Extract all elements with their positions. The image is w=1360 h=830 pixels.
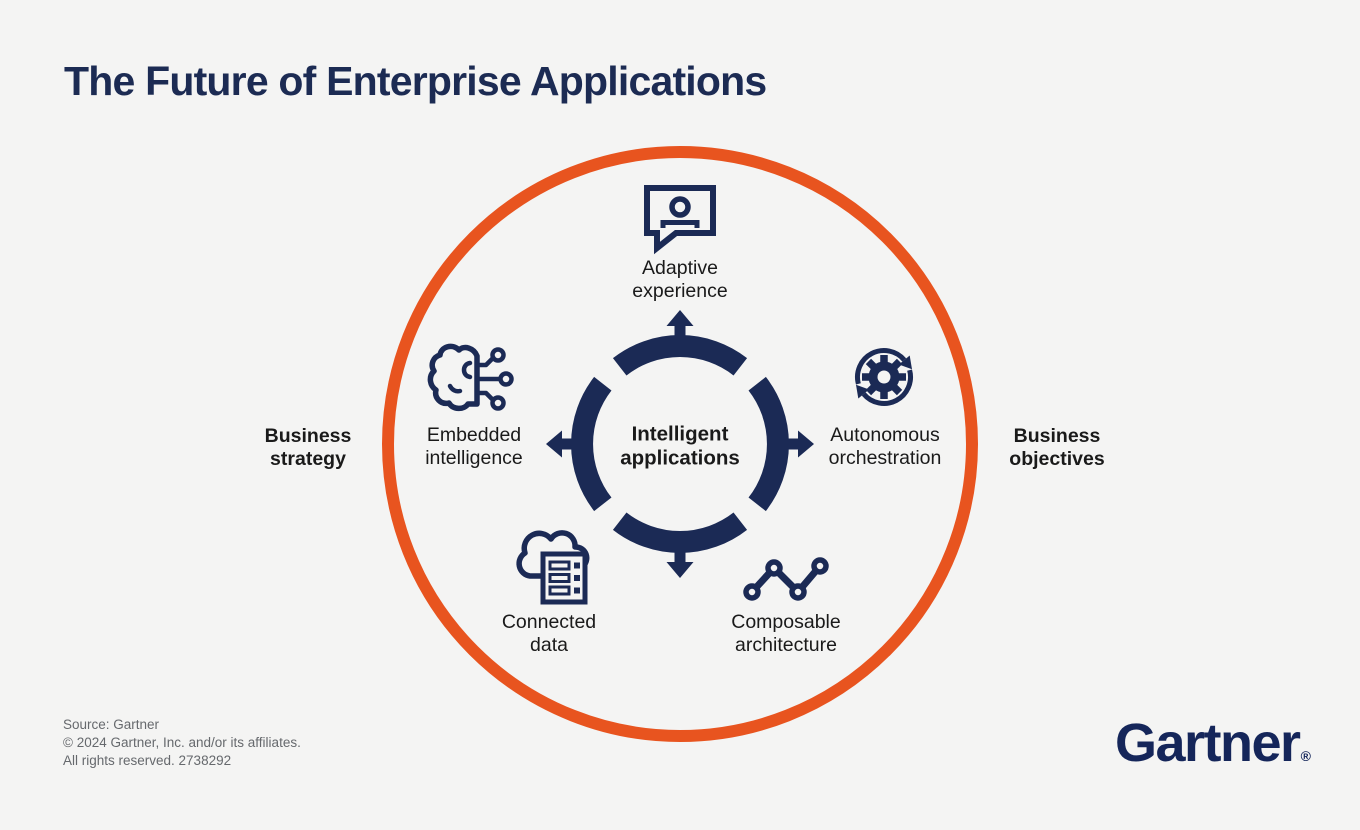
label-embedded-intelligence: Embedded intelligence [425, 424, 523, 469]
label-business-objectives: Business objectives [1009, 425, 1105, 470]
label-connected-data: Connected data [501, 611, 597, 656]
center-label: Intelligent applications [620, 422, 740, 470]
rights-line: All rights reserved. 2738292 [63, 753, 232, 768]
outer-circle [382, 146, 978, 742]
arrow-up-icon [666, 310, 694, 340]
gartner-logo: Gartner® [1115, 712, 1311, 774]
label-composable-architecture: Composable architecture [731, 611, 841, 656]
label-business-strategy: Business strategy [264, 425, 352, 470]
network-nodes-icon [743, 557, 829, 601]
registered-mark: ® [1300, 748, 1311, 764]
person-chat-bubble-icon [644, 185, 716, 255]
cloud-server-icon [516, 530, 590, 605]
source-attribution: Source: Gartner © 2024 Gartner, Inc. and… [63, 716, 301, 770]
brain-circuit-icon [427, 343, 514, 412]
label-adaptive-experience: Adaptive experience [632, 257, 728, 302]
ring-arrows [546, 310, 814, 578]
label-autonomous-orchestration: Autonomous orchestration [828, 424, 942, 469]
page-title: The Future of Enterprise Applications [64, 58, 767, 104]
source-line: Source: Gartner [63, 717, 160, 732]
center-ring [571, 335, 789, 553]
copyright-line: © 2024 Gartner, Inc. and/or its affiliat… [63, 735, 301, 750]
gear-cycle-icon [856, 348, 912, 404]
gartner-logo-text: Gartner [1115, 713, 1301, 773]
